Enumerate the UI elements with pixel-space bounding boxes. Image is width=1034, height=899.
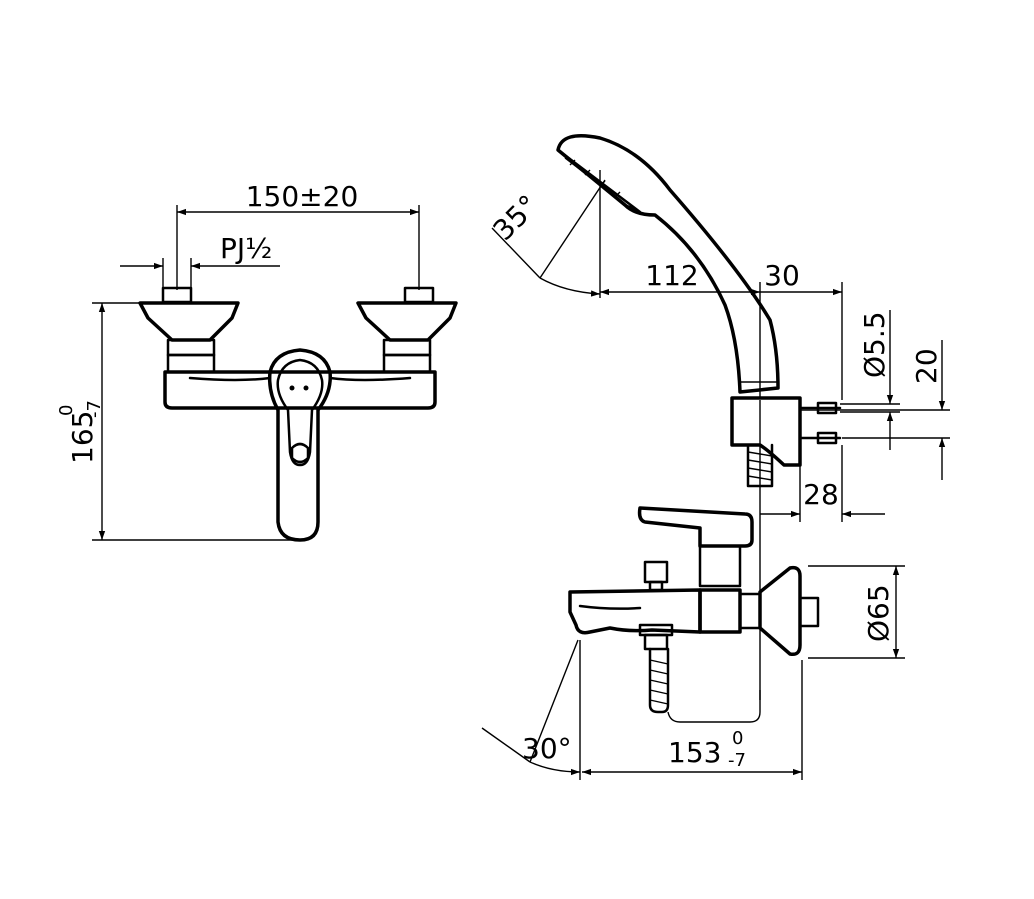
height-tol-lower: -7 <box>84 400 105 418</box>
dim-thread <box>120 258 280 288</box>
shower-holder <box>730 396 842 488</box>
left-handle <box>138 286 240 374</box>
thread-label: PJ½ <box>220 232 272 265</box>
bath-mixer <box>568 506 820 723</box>
angle-head-label: 35° <box>487 189 545 247</box>
spout-len-label: 153 <box>668 736 721 769</box>
dim-holes <box>800 310 950 480</box>
front-view: 150±20 PJ½ 165 0 -7 <box>56 180 458 542</box>
right-handle <box>356 286 458 374</box>
width-label: 150±20 <box>246 180 359 213</box>
spout-tol-upper: 0 <box>732 728 743 749</box>
dim-flange <box>808 565 905 659</box>
dim-angle-spout <box>481 639 581 780</box>
mixer-body <box>163 348 437 542</box>
dist-112-label: 112 <box>645 259 698 292</box>
dim-28 <box>759 400 885 700</box>
dist-20-label: 20 <box>910 348 943 384</box>
dist-30-label: 30 <box>764 259 800 292</box>
dim-112-30 <box>600 282 843 400</box>
angle-spout-label: 30° <box>522 732 572 765</box>
height-tol-upper: 0 <box>56 405 77 416</box>
side-view: 35° 112 30 Ø5.5 20 <box>481 134 950 780</box>
dim-spout-length <box>582 660 803 780</box>
dim-angle-head <box>491 170 606 298</box>
dim-height <box>92 302 300 541</box>
dim-width <box>176 205 420 290</box>
height-label-group: 165 0 -7 <box>56 400 105 464</box>
hand-shower <box>556 134 780 394</box>
dia-hole-label: Ø5.5 <box>858 311 891 378</box>
dist-28-label: 28 <box>803 478 839 511</box>
spout-tol-lower: -7 <box>728 750 746 771</box>
dia-flange-label: Ø65 <box>862 584 895 642</box>
height-label: 165 <box>66 411 99 464</box>
